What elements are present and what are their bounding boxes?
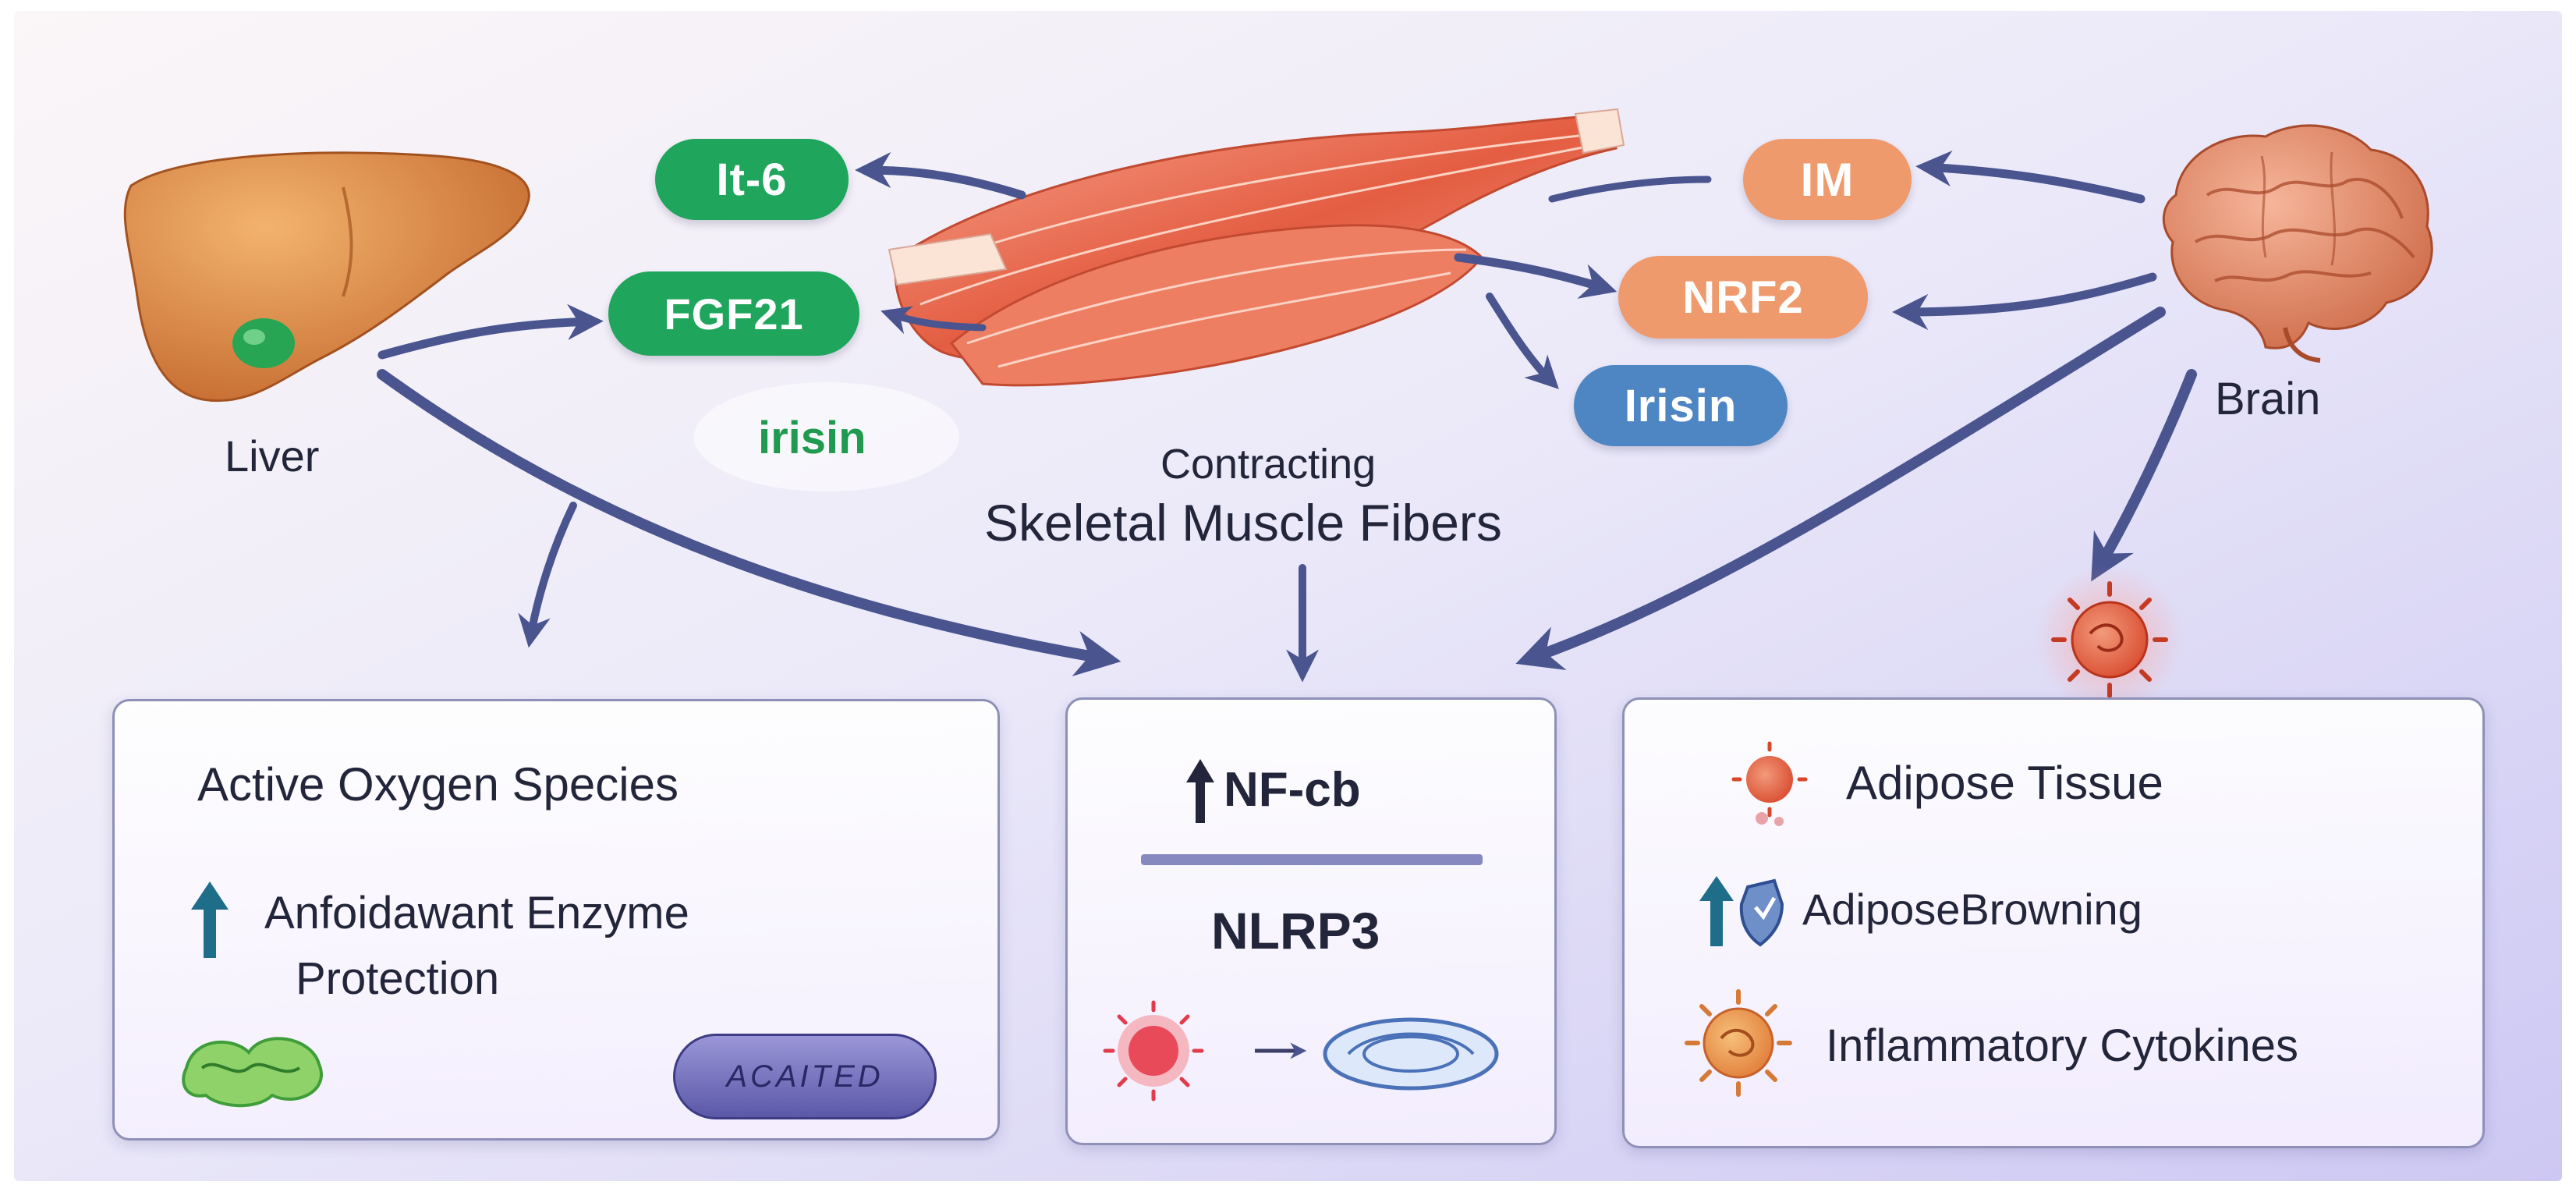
left-card-line2: Protection [296, 953, 500, 1004]
nrf2-pill: NRF2 [1618, 256, 1868, 339]
adipocyte-virus-icon [2036, 566, 2184, 714]
red-cell-icon [1103, 1000, 1204, 1102]
right-card-line2: AdiposeBrowning [1802, 885, 2142, 934]
im-pill: IM [1743, 139, 1912, 220]
nfkb-label: NF-cb [1224, 763, 1361, 817]
arrow-muscle-to-il6 [855, 151, 1026, 200]
muscle-label-line1: Contracting [1160, 441, 1377, 488]
irisin-green-label: irisin [758, 413, 866, 463]
left-card: Active Oxygen Species Anfoidawant Enzyme… [112, 699, 1000, 1141]
left-card-line1: Anfoidawant Enzyme [264, 888, 689, 938]
arrow-brain-to-im [1915, 150, 2145, 204]
irisin-glow [694, 382, 959, 491]
inflammasome-process-icon [1103, 1000, 1499, 1102]
right-card: Adipose Tissue AdiposeBrowning Inflammat… [1622, 697, 2485, 1148]
arrow-brain-to-center [1515, 307, 2166, 670]
right-card-line1: Adipose Tissue [1846, 757, 2163, 809]
mitochondria-icon: ACAITED [673, 1034, 937, 1119]
arrow-to-left-card [518, 502, 577, 648]
nfkb-up-arrow-icon [1186, 759, 1214, 823]
adipose-virus-icon [1731, 741, 1808, 826]
arrow-liver-to-fgf21 [377, 303, 604, 360]
arrow-muscle-to-irisin [1486, 293, 1559, 389]
line-im [1548, 176, 1712, 203]
blue-cell-icon [1323, 1017, 1499, 1091]
brain-label: Brain [2215, 374, 2321, 424]
mitochondria-text: ACAITED [726, 1059, 884, 1094]
muscle-label-line2: Skeletal Muscle Fibers [984, 494, 1502, 552]
liver-label: Liver [225, 431, 320, 481]
divider [1141, 854, 1483, 865]
il6-pill: It-6 [655, 139, 849, 220]
right-card-line3: Inflammatory Cytokines [1826, 1020, 2298, 1071]
irisin-blue-pill: Irisin [1574, 365, 1788, 446]
browning-up-shield-icon [1699, 876, 1784, 947]
left-card-title: Active Oxygen Species [197, 758, 679, 811]
arrow-brain-to-adipose [2091, 369, 2197, 582]
nlrp3-label: NLRP3 [1211, 902, 1380, 960]
liver-illustration [123, 151, 530, 403]
arrow-muscle-to-fgf21 [881, 306, 987, 335]
arrow-liver-to-center [377, 369, 1121, 676]
cytokine-virus-icon [1685, 989, 1792, 1097]
arrow-muscle-to-nrf2 [1454, 253, 1618, 299]
center-card: NF-cb NLRP3 [1065, 697, 1557, 1145]
green-organelle-icon [182, 1037, 323, 1108]
fgf21-pill: FGF21 [608, 271, 859, 356]
up-arrow-icon [191, 882, 229, 958]
arrow-brain-to-nrf2 [1892, 272, 2157, 331]
arrows-group [377, 150, 2197, 683]
brain-illustration [2162, 124, 2433, 363]
muscle-illustration [888, 108, 1625, 387]
